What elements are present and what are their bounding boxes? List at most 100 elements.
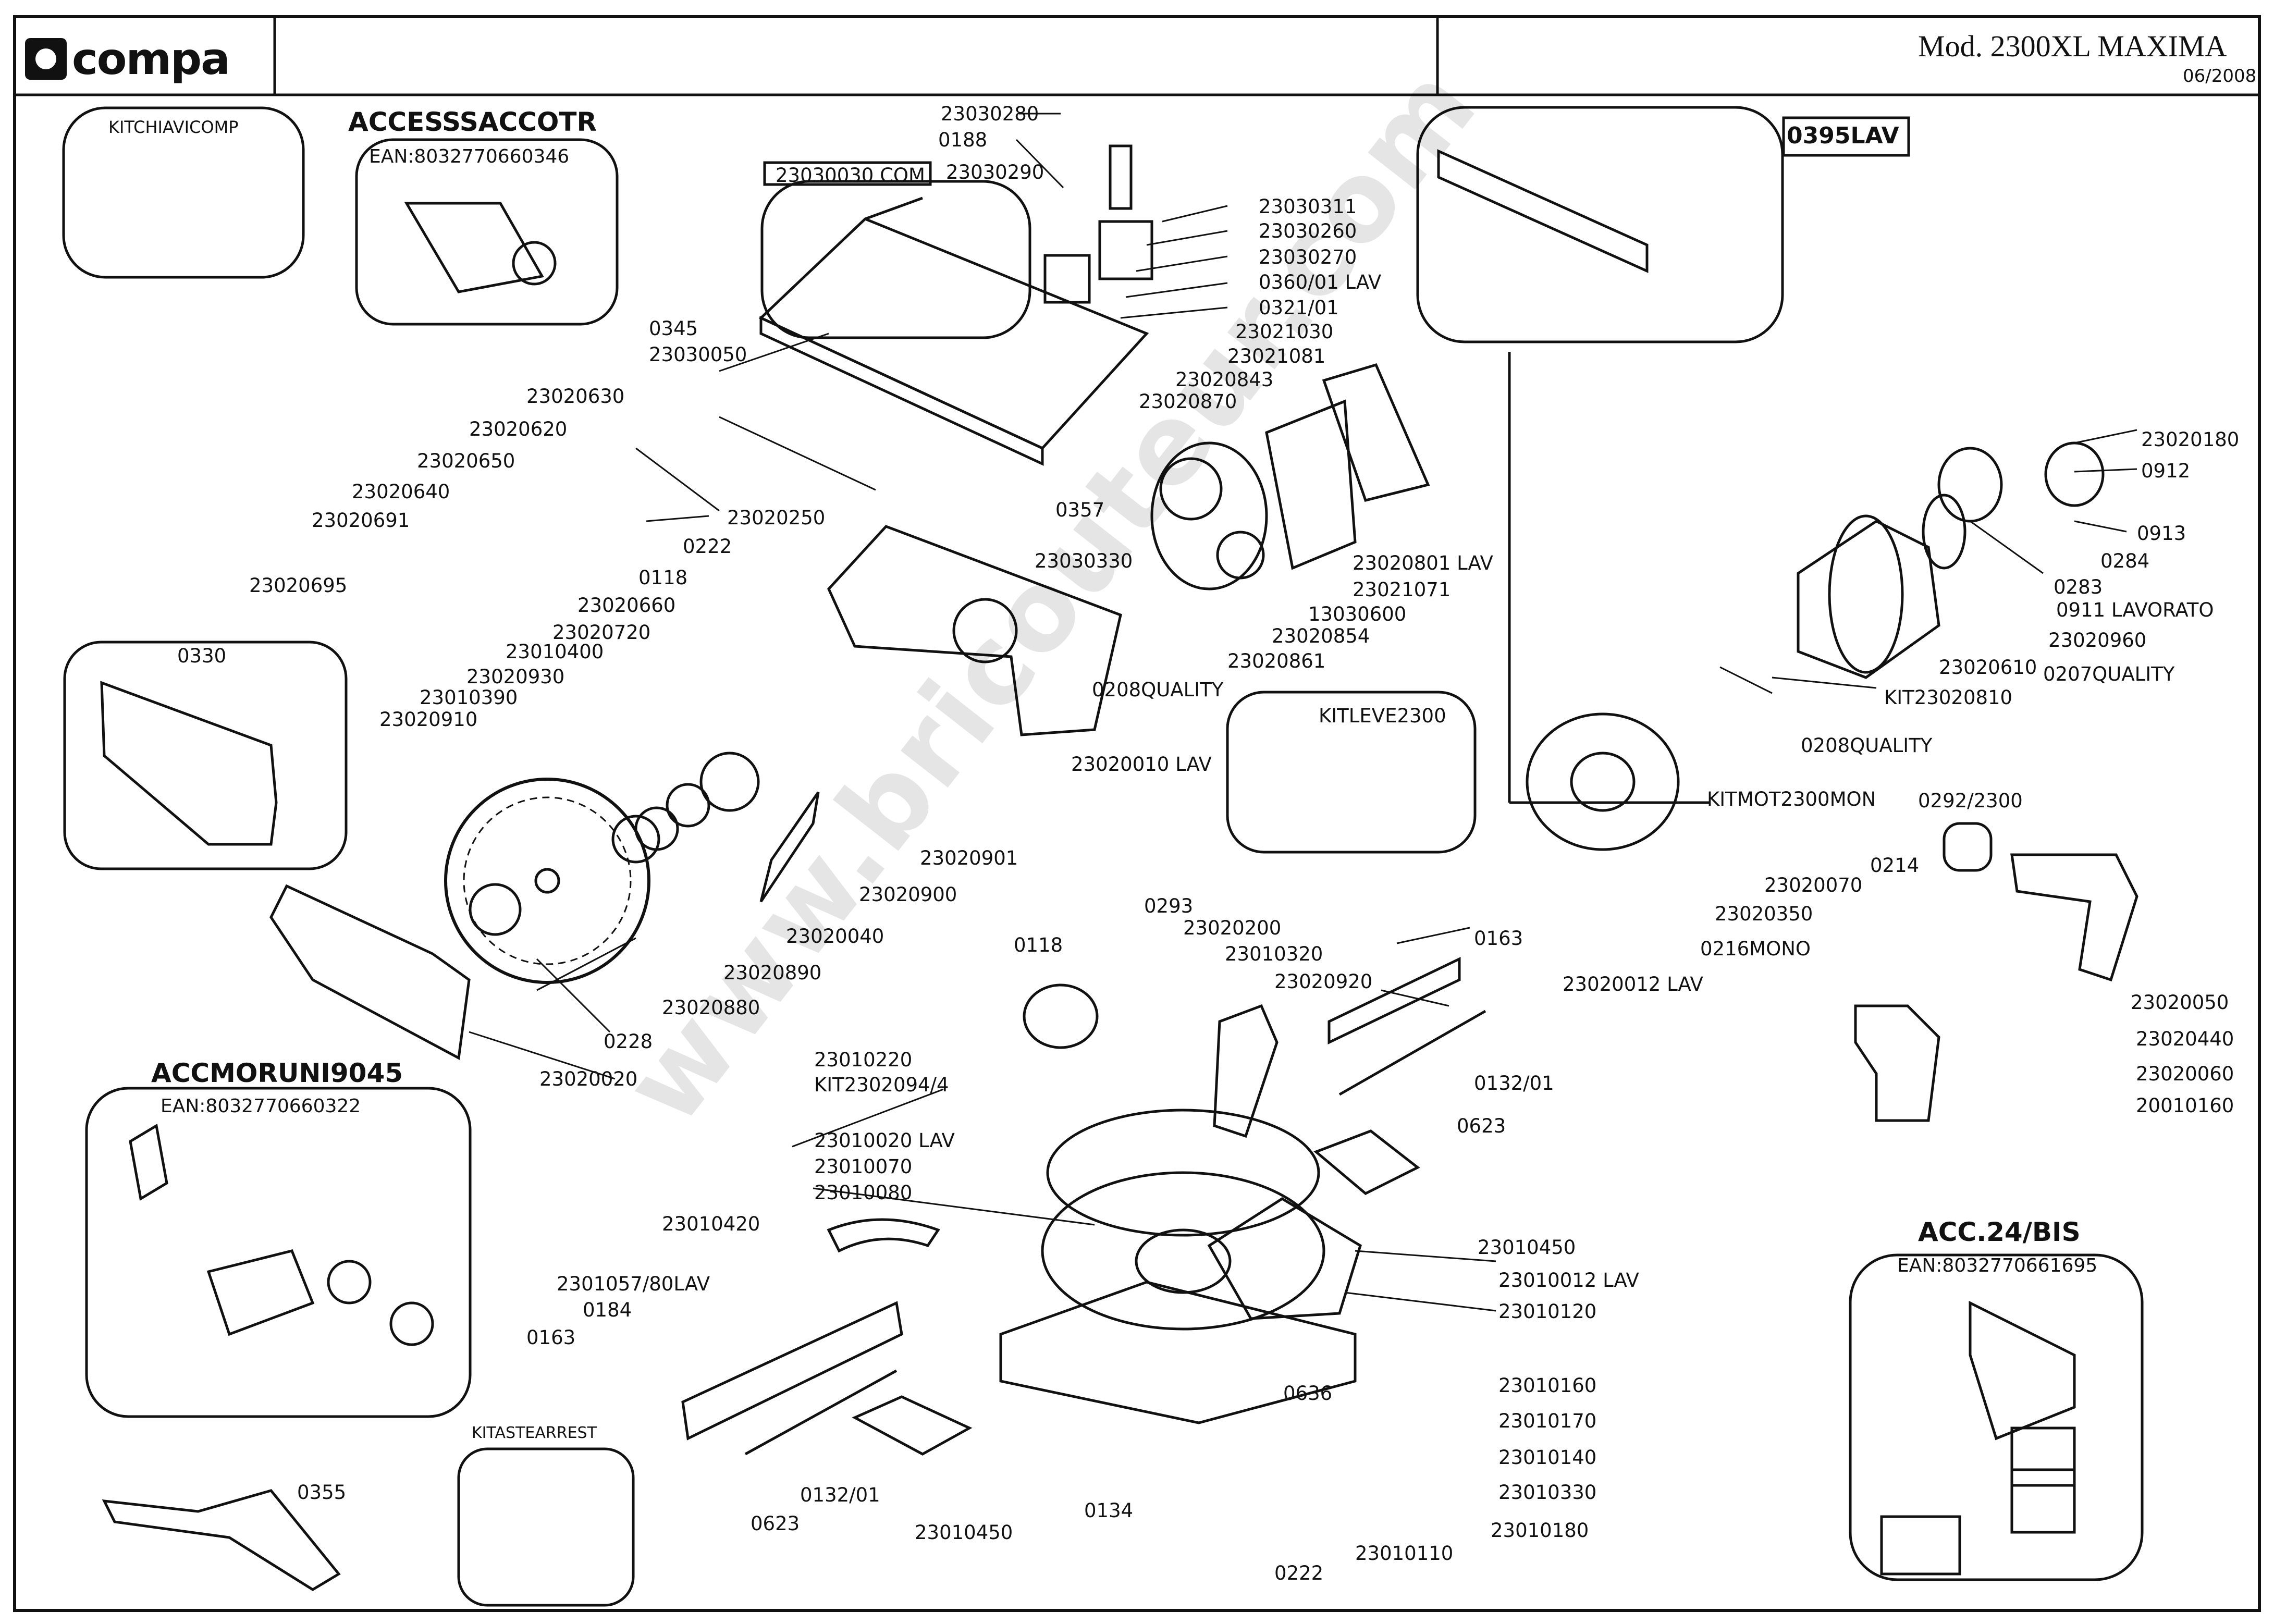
part-label: 23010180 (1491, 1519, 1589, 1542)
brand-name: compa (72, 33, 230, 84)
ean-code: EAN:8032770660322 (161, 1096, 361, 1117)
part-label: 23020910 (379, 708, 478, 731)
part-label: 23020020 (539, 1068, 638, 1090)
part-label: 13030600 (1308, 603, 1407, 625)
part-label: 23010020 LAV (814, 1129, 955, 1152)
part-label: 23030290 (946, 161, 1044, 183)
part-label: 0283 (2054, 576, 2103, 598)
kit-title: ACC.24/BIS (1918, 1217, 2081, 1247)
part-label: 23020900 (859, 883, 957, 906)
part-label: 23010420 (662, 1213, 760, 1235)
part-label: 0355 (297, 1481, 347, 1504)
part-label: 23010070 (814, 1155, 913, 1178)
part-label: 23010170 (1498, 1410, 1597, 1432)
part-label: 0188 (938, 129, 988, 151)
part-label: 0293 (1144, 895, 1194, 917)
part-label: 23020350 (1715, 903, 1813, 925)
part-label: 23030330 (1035, 550, 1133, 572)
part-label: 0911 LAVORATO (2056, 599, 2214, 621)
part-label: 0163 (526, 1326, 576, 1349)
part-label: 23020890 (723, 962, 822, 984)
part-label: 23010220 (814, 1049, 913, 1071)
part-label: 23020012 LAV (1563, 973, 1703, 995)
part-label: 23020040 (786, 925, 884, 948)
part-label: 23021071 (1353, 579, 1451, 601)
part-label: 23020695 (249, 574, 348, 597)
part-label: 23030260 (1259, 220, 1357, 242)
part-label: 0207QUALITY (2043, 663, 2175, 685)
part-label: 0345 (649, 317, 698, 340)
part-label: 0184 (583, 1299, 632, 1321)
part-label: 0132/01 (1474, 1072, 1554, 1094)
part-label: 23020691 (312, 509, 410, 532)
part-label: 23010450 (1478, 1236, 1576, 1259)
logo-mark-icon (25, 38, 67, 80)
part-label: 0134 (1084, 1499, 1134, 1522)
part-label: 0216MONO (1700, 938, 1811, 960)
part-label: 23020901 (920, 847, 1018, 869)
part-label: 23020620 (469, 418, 568, 440)
kit-title: 0395LAV (1787, 122, 1899, 149)
part-label: 0222 (683, 535, 732, 558)
part-label: 23020960 (2048, 629, 2147, 651)
kit-title: ACCMORUNI9045 (151, 1058, 403, 1088)
part-label: 0132/01 (800, 1484, 880, 1506)
part-label: 23020250 (727, 507, 826, 529)
part-label: 0118 (1014, 934, 1063, 956)
part-label: 23020801 LAV (1353, 552, 1493, 574)
part-label: 23020060 (2136, 1063, 2234, 1085)
part-label: 23030270 (1259, 246, 1357, 268)
part-label: 23020660 (577, 594, 676, 617)
part-label: 23020880 (662, 996, 760, 1019)
part-label: 0118 (638, 567, 688, 589)
part-label: 23020920 (1274, 970, 1373, 993)
part-label: 0360/01 LAV (1259, 271, 1382, 293)
part-label: 23021081 (1227, 345, 1326, 367)
brand-logo: compa (25, 30, 230, 88)
part-label: 0623 (1457, 1115, 1506, 1137)
revision-date: 06/2008 (2183, 66, 2257, 87)
part-label: 2301057/80LAV (557, 1273, 710, 1295)
part-label: 23020610 (1939, 656, 2037, 679)
part-label: 23020720 (552, 621, 651, 644)
part-label: 23030311 (1259, 195, 1357, 218)
part-label: 23020640 (352, 481, 450, 503)
part-label: 0623 (751, 1512, 800, 1535)
part-label: 23030280 (941, 103, 1039, 125)
part-label: 23010450 (915, 1521, 1013, 1544)
part-label: 23020050 (2131, 991, 2229, 1014)
part-label: 23020630 (526, 385, 625, 408)
part-label: 0222 (1274, 1562, 1324, 1584)
part-label: 23020870 (1139, 390, 1237, 413)
part-label: 0357 (1055, 499, 1105, 521)
part-label: 20010160 (2136, 1094, 2234, 1117)
part-label: 23020650 (417, 450, 515, 472)
part-label: 23021030 (1235, 321, 1334, 343)
part-label: 0228 (604, 1030, 653, 1053)
part-label: KIT23020810 (1884, 686, 2013, 709)
part-label: 23020930 (466, 666, 565, 688)
part-label: 23010330 (1498, 1481, 1597, 1504)
ean-code: EAN:8032770661695 (1897, 1255, 2098, 1276)
part-label: 23010012 LAV (1498, 1269, 1639, 1291)
kit-label: KITCHIAVICOMP (108, 117, 239, 137)
part-label: 23020200 (1183, 917, 1282, 939)
part-label: 23020440 (2136, 1028, 2234, 1050)
part-label: 23020854 (1272, 625, 1370, 647)
part-label: 23030030 COM (776, 164, 925, 187)
part-label: 23010120 (1498, 1300, 1597, 1323)
kit-title: ACCESSSACCOTR (348, 107, 597, 137)
model-title: Mod. 2300XL MAXIMA (1918, 29, 2227, 63)
kit-label: 0330 (177, 645, 227, 667)
part-label: 23020180 (2141, 428, 2240, 451)
part-label: 23010160 (1498, 1374, 1597, 1397)
part-label: 0208QUALITY (1801, 734, 1933, 757)
part-label: 23030050 (649, 343, 747, 366)
part-label: 0321/01 (1259, 297, 1339, 319)
part-label: 23020843 (1175, 368, 1274, 391)
kit-label: KITLEVE2300 (1319, 705, 1446, 727)
ean-code: EAN:8032770660346 (369, 146, 570, 167)
part-label: 0636 (1283, 1382, 1333, 1405)
part-label: 23010080 (814, 1182, 913, 1204)
